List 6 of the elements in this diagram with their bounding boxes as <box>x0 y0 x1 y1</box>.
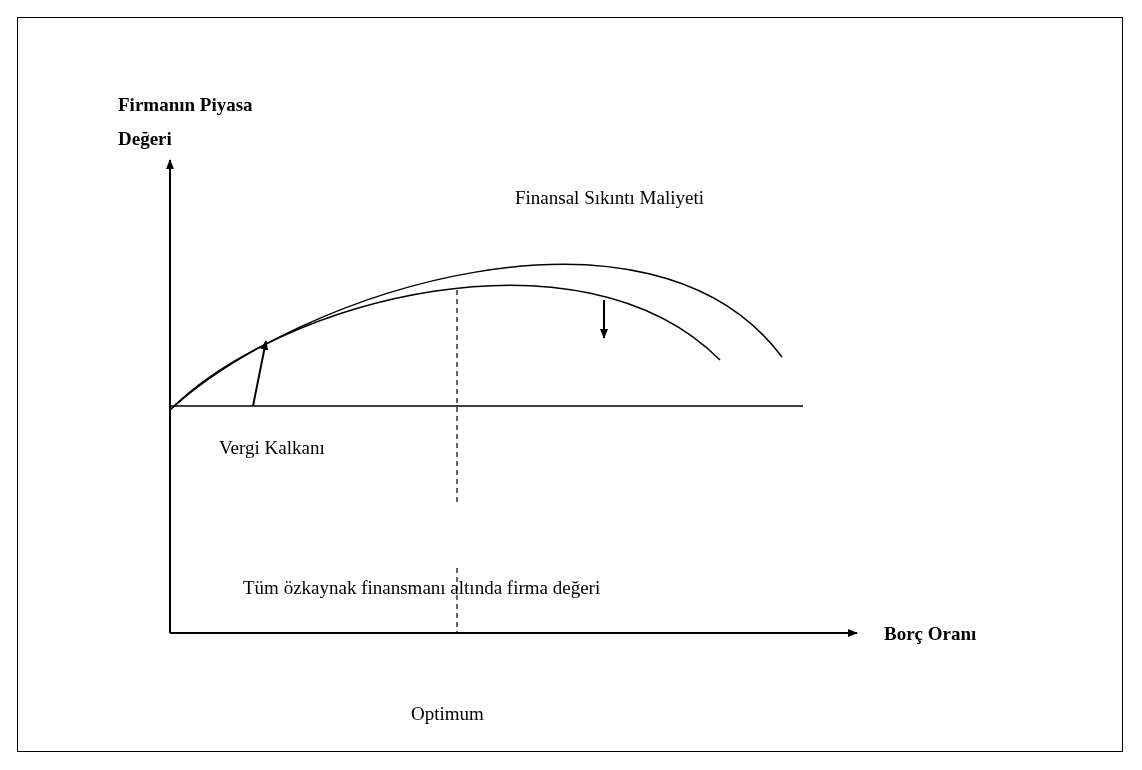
line-label: Tüm özkaynak finansmanı altında firma değeri <box>243 576 602 600</box>
axis-label: Firmanın Piyasa Değeri <box>118 93 254 151</box>
curve-label: Vergi Kalkanı <box>219 436 326 460</box>
curve-label: Finansal Sıkıntı Maliyeti <box>515 186 705 210</box>
axis-tick-label: Optimum <box>411 702 485 726</box>
axis-label: Borç Oranı <box>884 622 978 646</box>
